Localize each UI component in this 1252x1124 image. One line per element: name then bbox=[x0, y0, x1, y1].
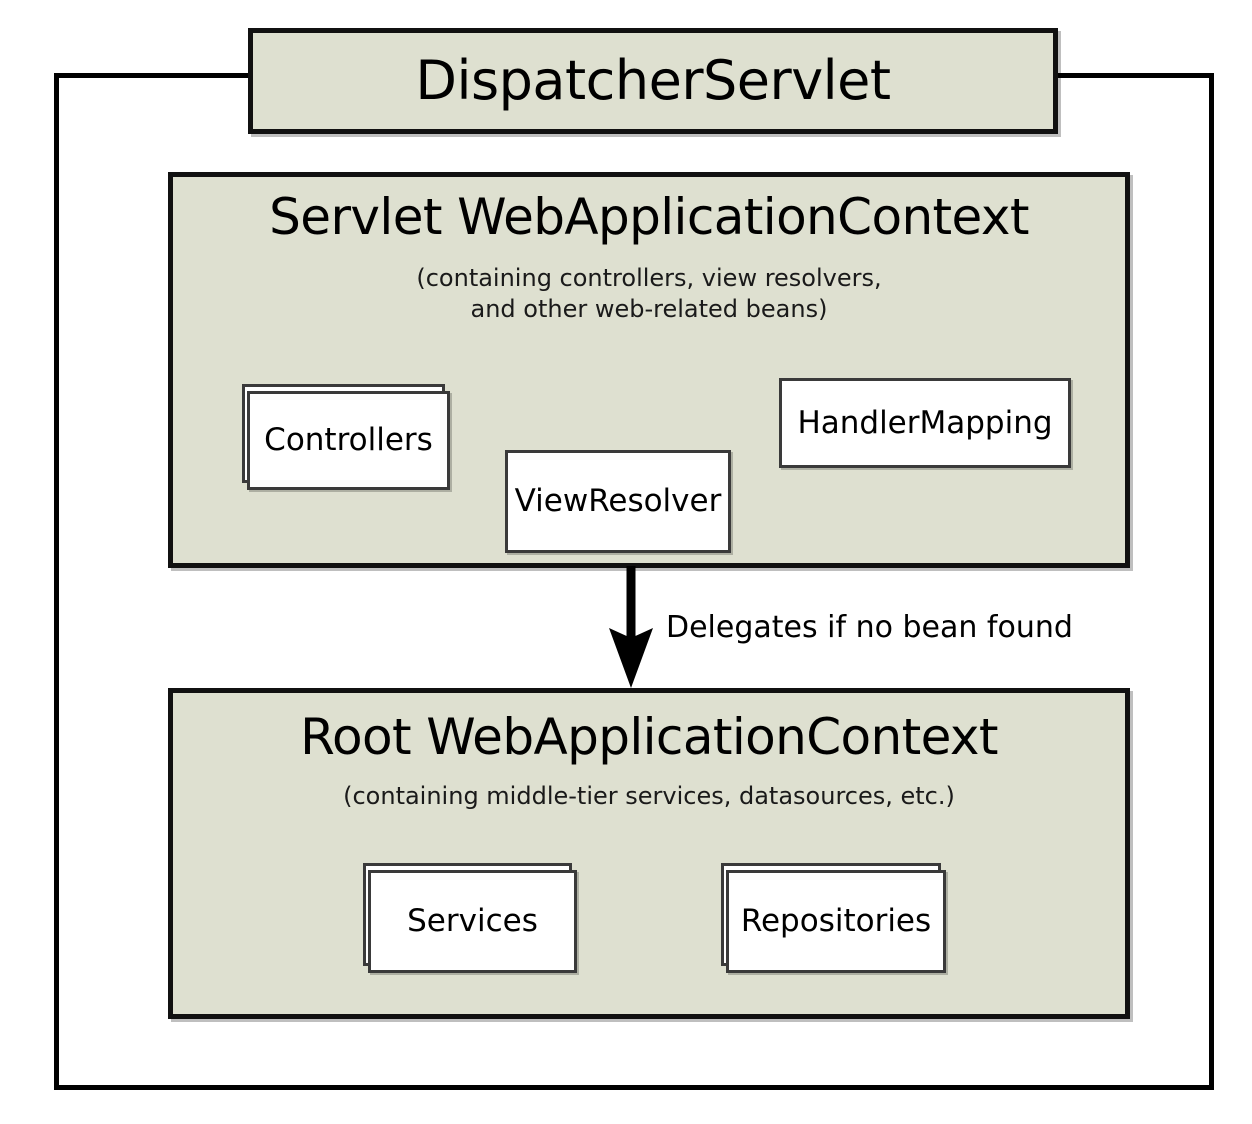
controllers-component[interactable]: Controllers bbox=[236, 377, 450, 490]
services-stack-front-layer: Services bbox=[368, 870, 577, 973]
servlet-context-subtitle-line1: (containing controllers, view resolvers, bbox=[416, 264, 882, 292]
services-component[interactable]: Services bbox=[357, 856, 577, 973]
delegation-arrow-icon bbox=[609, 566, 653, 688]
root-webapplicationcontext-box: Root WebApplicationContext (containing m… bbox=[168, 688, 1130, 1019]
viewresolver-label: ViewResolver bbox=[514, 483, 722, 519]
handlermapping-label: HandlerMapping bbox=[797, 404, 1053, 441]
delegation-arrow-label: Delegates if no bean found bbox=[666, 610, 1073, 645]
servlet-context-heading: Servlet WebApplicationContext bbox=[269, 188, 1029, 246]
controllers-stack-front-layer: Controllers bbox=[247, 391, 450, 490]
servlet-context-subtitle-line2: and other web-related beans) bbox=[470, 294, 828, 323]
servlet-context-subtitle: (containing controllers, view resolvers,… bbox=[173, 263, 1125, 324]
dispatcher-servlet-title-box: DispatcherServlet bbox=[248, 28, 1058, 134]
services-label: Services bbox=[407, 903, 538, 939]
repositories-stack-front-layer: Repositories bbox=[726, 870, 946, 973]
root-context-subtitle-line1: (containing middle-tier services, dataso… bbox=[343, 782, 955, 810]
repositories-label: Repositories bbox=[740, 903, 932, 939]
root-context-subtitle: (containing middle-tier services, dataso… bbox=[173, 781, 1125, 812]
dispatcher-servlet-title: DispatcherServlet bbox=[415, 49, 891, 112]
repositories-component[interactable]: Repositories bbox=[715, 856, 946, 973]
root-context-heading: Root WebApplicationContext bbox=[300, 708, 998, 766]
viewresolver-component[interactable]: ViewResolver bbox=[505, 450, 731, 553]
handlermapping-component[interactable]: HandlerMapping bbox=[779, 378, 1071, 468]
controllers-label: Controllers bbox=[264, 422, 433, 458]
